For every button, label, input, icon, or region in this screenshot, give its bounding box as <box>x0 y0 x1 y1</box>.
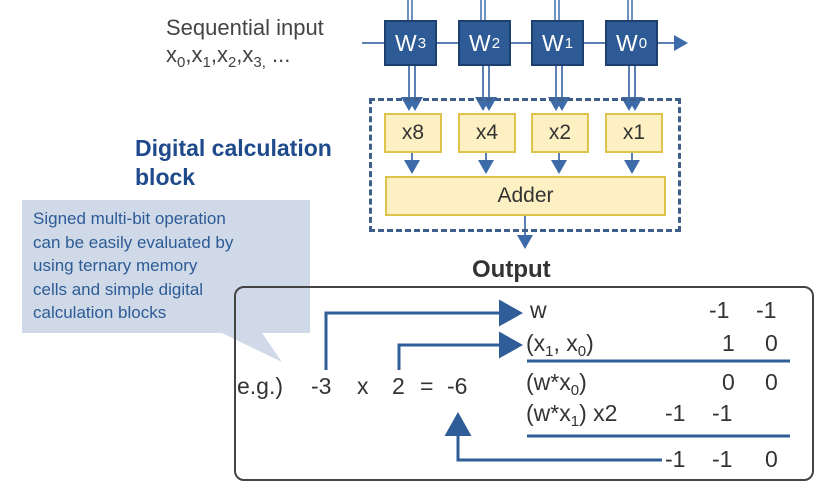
p0-close: ) <box>579 369 587 395</box>
p1-sub: 1 <box>570 413 580 430</box>
row-w-val-1: -1 <box>709 297 730 323</box>
multiplier-x4: x4 <box>458 113 516 153</box>
multiplier-x2: x2 <box>531 113 589 153</box>
callout-text: Signed multi-bit operation can be easily… <box>33 207 233 325</box>
x-sub0: 0 <box>577 343 587 360</box>
row-x-label: (x1, x0) <box>526 330 594 360</box>
x0-base: x <box>166 42 177 67</box>
row-w-label: w <box>530 297 547 323</box>
example-operand-a: -3 <box>311 373 332 399</box>
weight-to-multiplier-arrows <box>401 66 643 111</box>
row-x-val-1: 1 <box>722 330 735 356</box>
example-equals: = <box>420 373 434 399</box>
weight-sub: 0 <box>638 34 648 52</box>
x-open: (x <box>526 330 546 356</box>
weight-sub: 1 <box>564 34 574 52</box>
sequential-input-series: x0,x1,x2,x3, ... <box>166 42 291 71</box>
weight-base: W <box>615 29 638 56</box>
output-title: Output <box>472 256 551 283</box>
example-operand-b: 2 <box>392 373 405 399</box>
row-final-val-0: 0 <box>765 446 778 472</box>
weight-base: W <box>541 29 564 56</box>
ellipsis: ... <box>272 42 291 67</box>
digital-calculation-block-frame <box>369 98 681 232</box>
p1-suffix: x2 <box>593 400 618 426</box>
digital-calculation-block-title: Digital calculation block <box>135 134 332 192</box>
sequential-input-label: Sequential input x0,x1,x2,x3, ... <box>166 14 324 76</box>
adder-block: Adder <box>385 176 666 216</box>
weight-sub: 2 <box>491 34 501 52</box>
x2-sub: 2 <box>227 54 237 71</box>
p1-close: ) <box>579 400 587 426</box>
multiplier-to-adder-arrows <box>404 153 640 174</box>
block-title-line-2: block <box>135 164 196 190</box>
output-box <box>234 286 814 481</box>
callout-line: can be easily evaluated by <box>33 232 234 252</box>
row-final-val-1: -1 <box>712 446 733 472</box>
example-operator: x <box>357 373 369 399</box>
weight-base: W <box>468 29 491 56</box>
row-p0-label: (w*x0) <box>526 369 587 399</box>
weight-feed-lines <box>407 0 633 20</box>
x3-sub: 3, <box>253 54 266 71</box>
result-arrow <box>444 412 662 462</box>
row-w-val-0: -1 <box>756 297 777 323</box>
x1-base: x <box>191 42 203 67</box>
weight-base: W <box>394 29 417 56</box>
x-mid: , x <box>553 330 578 356</box>
w-arrow <box>324 299 523 370</box>
multiplier-x1: x1 <box>605 113 663 153</box>
example-prefix: e.g.) <box>237 373 284 399</box>
callout-line: cells and simple digital <box>33 279 204 299</box>
x2-base: x <box>216 42 228 67</box>
p0-open: (w*x <box>526 369 571 395</box>
row-final-val-2: -1 <box>665 446 686 472</box>
callout-line: calculation blocks <box>33 303 167 322</box>
x1-sub: 1 <box>202 54 211 71</box>
x0-sub: 0 <box>177 54 186 71</box>
x3-base: x <box>242 42 254 67</box>
row-p1-label: (w*x1) x2 <box>526 400 617 430</box>
weight-sub: 3 <box>417 34 427 52</box>
row-x-val-0: 0 <box>765 330 778 356</box>
row-p1-val-1: -1 <box>665 400 686 426</box>
callout-bubble <box>22 200 310 362</box>
sequential-input-title: Sequential input <box>166 15 324 40</box>
block-title-line-1: Digital calculation <box>135 135 332 161</box>
x-close: ) <box>586 330 594 356</box>
p1-open: (w*x <box>526 400 571 426</box>
x-sub1: 1 <box>545 343 554 360</box>
callout-line: using ternary memory <box>33 256 198 275</box>
p0-sub: 0 <box>570 382 580 399</box>
example-result: -6 <box>447 373 468 399</box>
row-p1-val-0: -1 <box>712 400 733 426</box>
multiplier-x8: x8 <box>384 113 442 153</box>
callout-line: Signed multi-bit operation <box>33 209 226 228</box>
row-p0-val-1: 0 <box>722 369 735 395</box>
x-arrow <box>397 331 523 370</box>
row-p0-val-0: 0 <box>765 369 778 395</box>
